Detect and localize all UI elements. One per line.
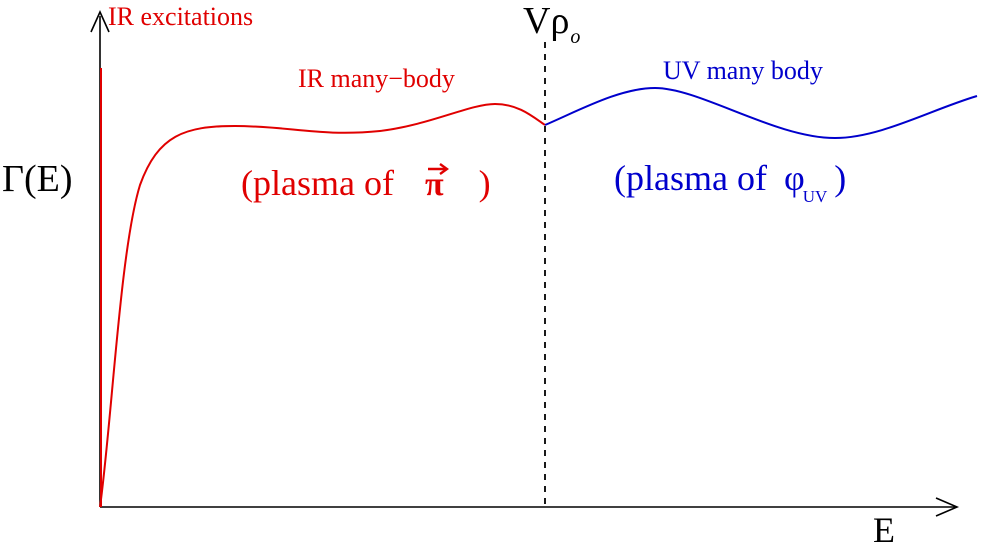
threshold-label: Vρo: [523, 0, 580, 47]
ir-plasma-symbol: π: [425, 163, 449, 202]
uv-plasma-subscript: UV: [802, 187, 828, 206]
x-axis-label: E: [873, 510, 895, 550]
ir-excitations-label: IR excitations: [108, 2, 254, 31]
x-axis-arrowhead: [935, 497, 960, 517]
uv-plasma-label: (plasma of φUV ): [614, 158, 847, 206]
uv-many-body-curve: [544, 86, 978, 140]
ir-many-body-label: IR many−body: [298, 64, 455, 93]
vector-arrow-icon: [427, 163, 449, 175]
y-axis-arrowhead: [90, 10, 110, 33]
uv-many-body-label: UV many body: [663, 56, 823, 85]
uv-plasma-symbol: φUV: [783, 158, 828, 206]
ir-many-body-curve: [99, 102, 546, 508]
threshold-label-main: Vρ: [523, 0, 570, 42]
uv-plasma-suffix: ): [834, 158, 847, 198]
ir-plasma-prefix: (plasma of: [241, 163, 394, 203]
ir-plasma-label: (plasma of π ): [241, 163, 491, 203]
uv-plasma-prefix: (plasma of: [614, 158, 767, 198]
ir-plasma-suffix: ): [478, 163, 491, 203]
y-axis-label: Γ(E): [2, 158, 73, 200]
threshold-label-subscript: o: [570, 26, 581, 48]
